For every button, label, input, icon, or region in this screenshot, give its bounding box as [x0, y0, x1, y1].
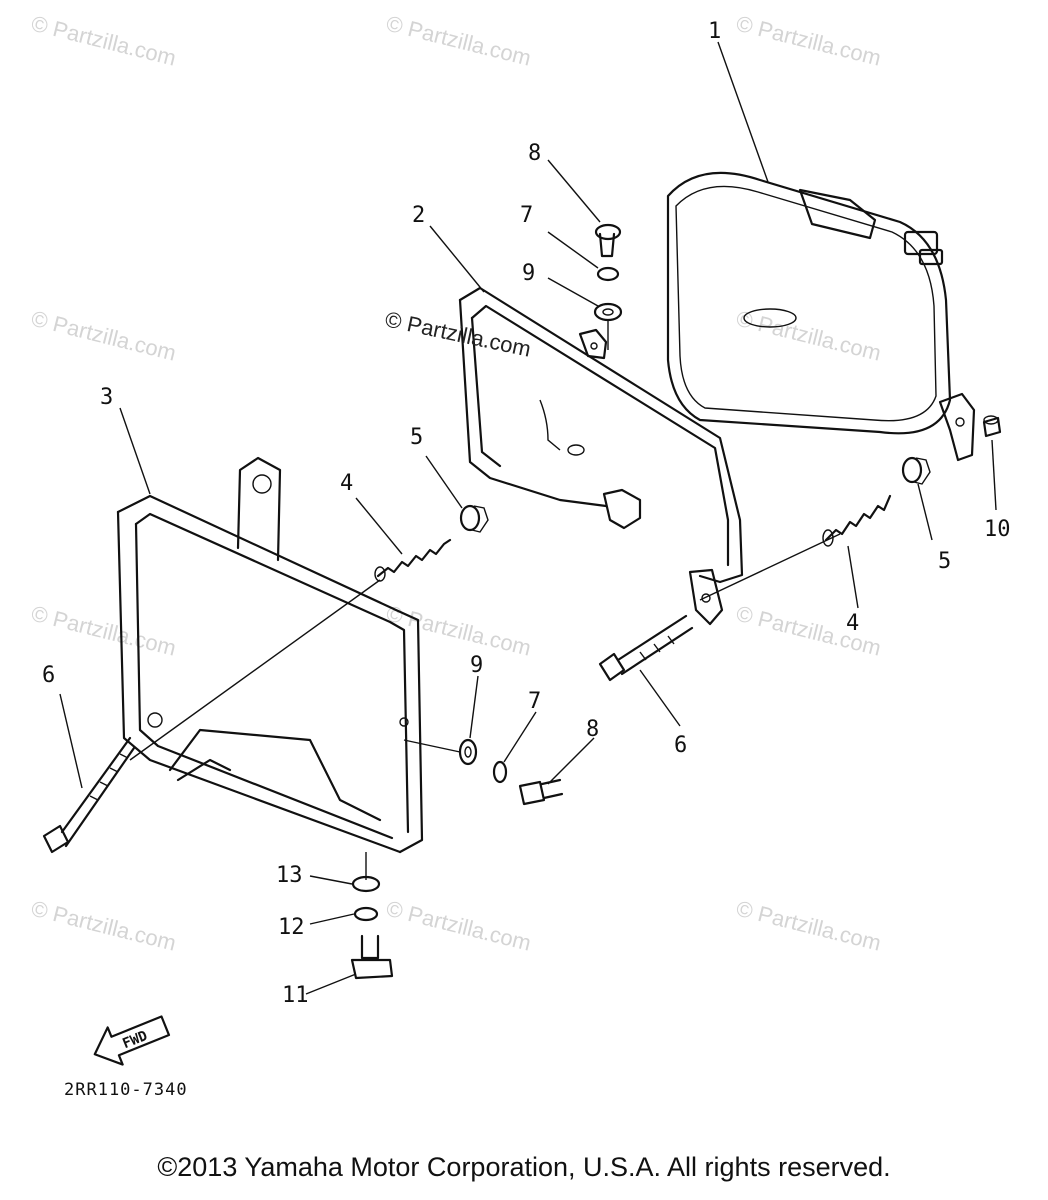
callout-4: 4	[846, 611, 859, 636]
watermark: © Partzilla.com	[384, 896, 534, 956]
callout-10: 10	[984, 517, 1011, 542]
callout-5: 5	[410, 425, 423, 450]
callout-5: 5	[938, 549, 951, 574]
lock-washer-lower	[492, 760, 508, 784]
watermark: © Partzilla.com	[29, 11, 179, 71]
callout-12: 12	[278, 915, 305, 940]
callout-8: 8	[528, 141, 541, 166]
callout-4: 4	[340, 471, 353, 496]
center-watermark: © Partzilla.com	[383, 306, 533, 361]
leader-lines	[59, 41, 997, 995]
watermark: © Partzilla.com	[29, 896, 179, 956]
assembly-lines	[129, 320, 841, 880]
watermark: © Partzilla.com	[734, 306, 884, 366]
callout-2: 2	[412, 203, 425, 228]
callout-7: 7	[528, 689, 541, 714]
headlight-unit	[666, 171, 976, 462]
part-code: 2RR110-7340	[64, 1080, 188, 1100]
callout-1: 1	[708, 19, 721, 44]
front-bracket	[116, 456, 424, 854]
callout-3: 3	[100, 385, 113, 410]
adjusting-screw-right	[598, 614, 694, 682]
adjusting-screw-left	[42, 736, 136, 854]
watermark: © Partzilla.com	[734, 601, 884, 661]
watermark: © Partzilla.com	[734, 896, 884, 956]
callout-6: 6	[674, 733, 687, 758]
adjusting-spring-right	[822, 494, 892, 547]
screw-upper	[594, 223, 622, 258]
adjusting-nut-right	[901, 456, 931, 485]
watermark: © Partzilla.com	[29, 306, 179, 366]
watermark: © Partzilla.com	[384, 601, 534, 661]
collar	[982, 415, 1002, 438]
adjusting-nut-left	[459, 504, 489, 533]
plain-washer-lower	[458, 738, 478, 766]
lock-washer-12	[353, 906, 379, 922]
callout-7: 7	[520, 203, 533, 228]
bolt-11	[350, 934, 394, 980]
adjusting-spring-left	[374, 538, 452, 582]
callout-9: 9	[470, 653, 483, 678]
watermark: © Partzilla.com	[29, 601, 179, 661]
callout-6: 6	[42, 663, 55, 688]
callout-11: 11	[282, 983, 309, 1008]
callout-9: 9	[522, 261, 535, 286]
callout-8: 8	[586, 717, 599, 742]
watermark-layer: © Partzilla.com © Partzilla.com © Partzi…	[29, 11, 884, 956]
lock-washer-upper	[596, 266, 620, 282]
callout-13: 13	[276, 863, 303, 888]
copyright-notice: ©2013 Yamaha Motor Corporation, U.S.A. A…	[157, 1152, 891, 1182]
screw-lower	[518, 778, 564, 806]
callout-labels: 1 2 3 4 4 5 5 6 6 7 7 8 8 9 9 10 11 12 1…	[42, 19, 1011, 1008]
plain-washer-upper	[593, 302, 623, 322]
fwd-arrow-icon: FWD	[93, 1015, 171, 1066]
watermark: © Partzilla.com	[734, 11, 884, 71]
watermark: © Partzilla.com	[384, 11, 534, 71]
